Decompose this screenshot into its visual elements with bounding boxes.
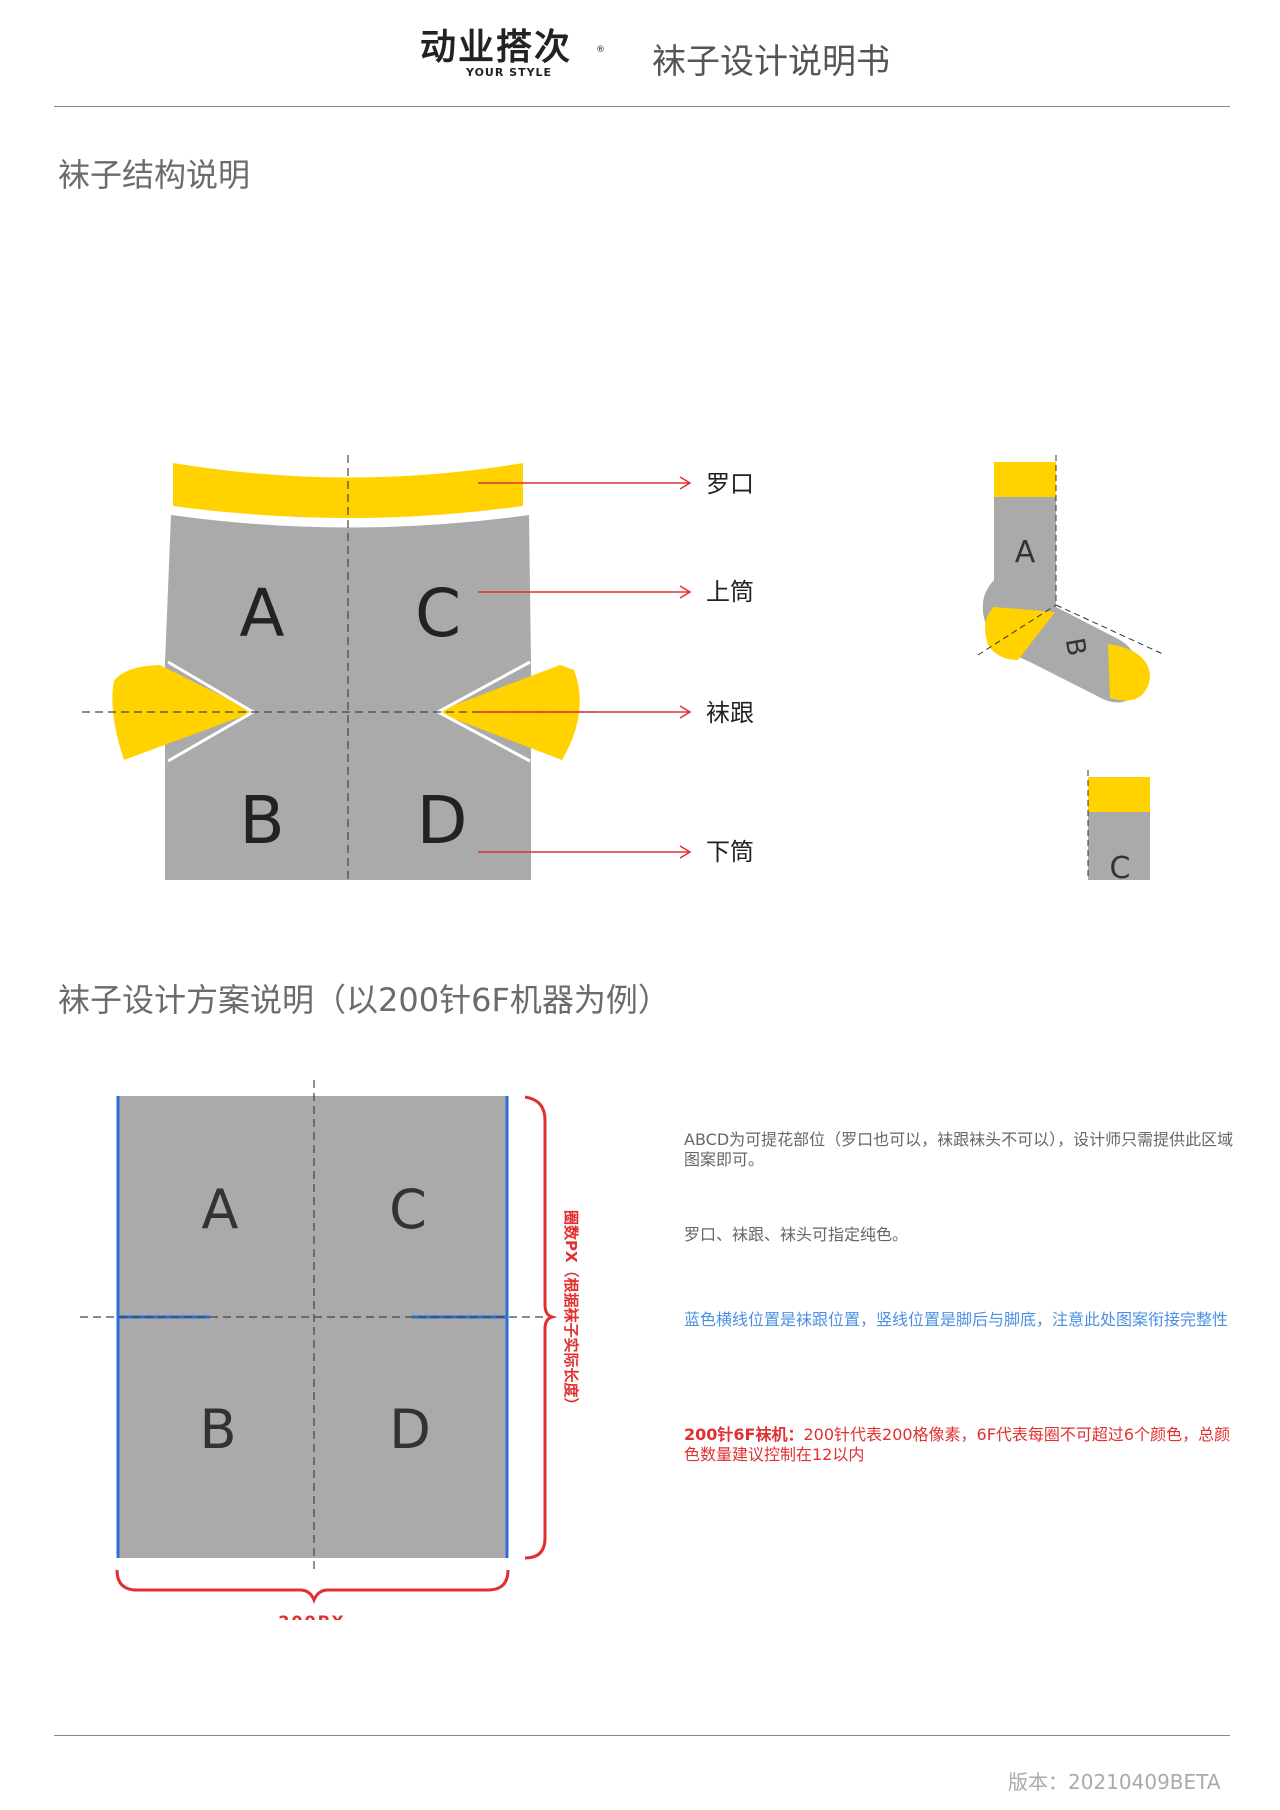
cuff-shape [173,463,523,518]
height-bracket [524,1095,558,1560]
sock-letter-a: A [1015,535,1036,570]
design-letter-a: A [202,1178,239,1241]
sock-side-view-inner: C D [1087,770,1150,880]
width-bracket [115,1569,510,1605]
logo-subtitle: YOUR STYLE [466,66,553,79]
note-jacquard-area: ABCD为可提花部位（罗口也可以，袜跟袜头不可以），设计师只需提供此区域图案即可… [684,1130,1234,1169]
version-label: 版本：20210409BETA [1008,1770,1221,1794]
width-label: 200PX [278,1612,345,1620]
brand-logo: 动业搭次 ® [420,26,605,70]
design-template-diagram: A C B D 圈数PX（根据袜子实际长度） 200PX [80,1080,580,1620]
note-blue-lines: 蓝色横线位置是袜跟位置，竖线位置是脚后与脚底，注意此处图案衔接完整性 [684,1310,1229,1329]
section-title-structure: 袜子结构说明 [58,156,251,194]
note-machine-spec: 200针6F袜机：200针代表200格像素，6F代表每圈不可超过6个颜色，总颜色… [684,1425,1240,1465]
label-heel: 袜跟 [706,699,754,727]
header-divider [54,106,1230,107]
panel-letter-b: B [239,782,284,859]
section-title-design: 袜子设计方案说明（以200针6F机器为例） [58,981,670,1019]
sock-letter-b: B [1059,636,1092,659]
design-letter-c: C [389,1178,427,1241]
note-solid-colors: 罗口、袜跟、袜头可指定纯色。 [684,1225,909,1244]
height-label: 圈数PX（根据袜子实际长度） [562,1210,580,1413]
label-cuff: 罗口 [706,470,754,498]
design-area [118,1096,508,1558]
label-upper-leg: 上筒 [706,578,754,606]
sock-side-view-outer: A B [977,455,1166,703]
design-letter-b: B [199,1398,236,1461]
design-letter-d: D [389,1398,431,1461]
registered-mark: ® [596,45,607,55]
note-machine-title: 200针6F袜机： [684,1425,804,1444]
panel-letter-d: D [417,782,468,859]
part-arrows [478,476,692,859]
logo-text: 动业搭次 [420,27,573,68]
note-machine-text: 200针代表200格像素，6F代表每圈不可超过6个颜色，总颜色数量建议控制在12… [684,1425,1231,1464]
footer-divider [54,1735,1230,1736]
panel-letter-a: A [239,575,284,652]
label-lower-leg: 下筒 [706,838,754,866]
sock-letter-c: C [1110,851,1131,880]
heel-left [112,665,254,760]
panel-letter-c: C [415,575,461,652]
sock-structure-diagram: A C B D 罗口 上筒 袜跟 下筒 袜头 A B C D [82,455,1166,880]
document-title: 袜子设计说明书 [652,42,890,82]
